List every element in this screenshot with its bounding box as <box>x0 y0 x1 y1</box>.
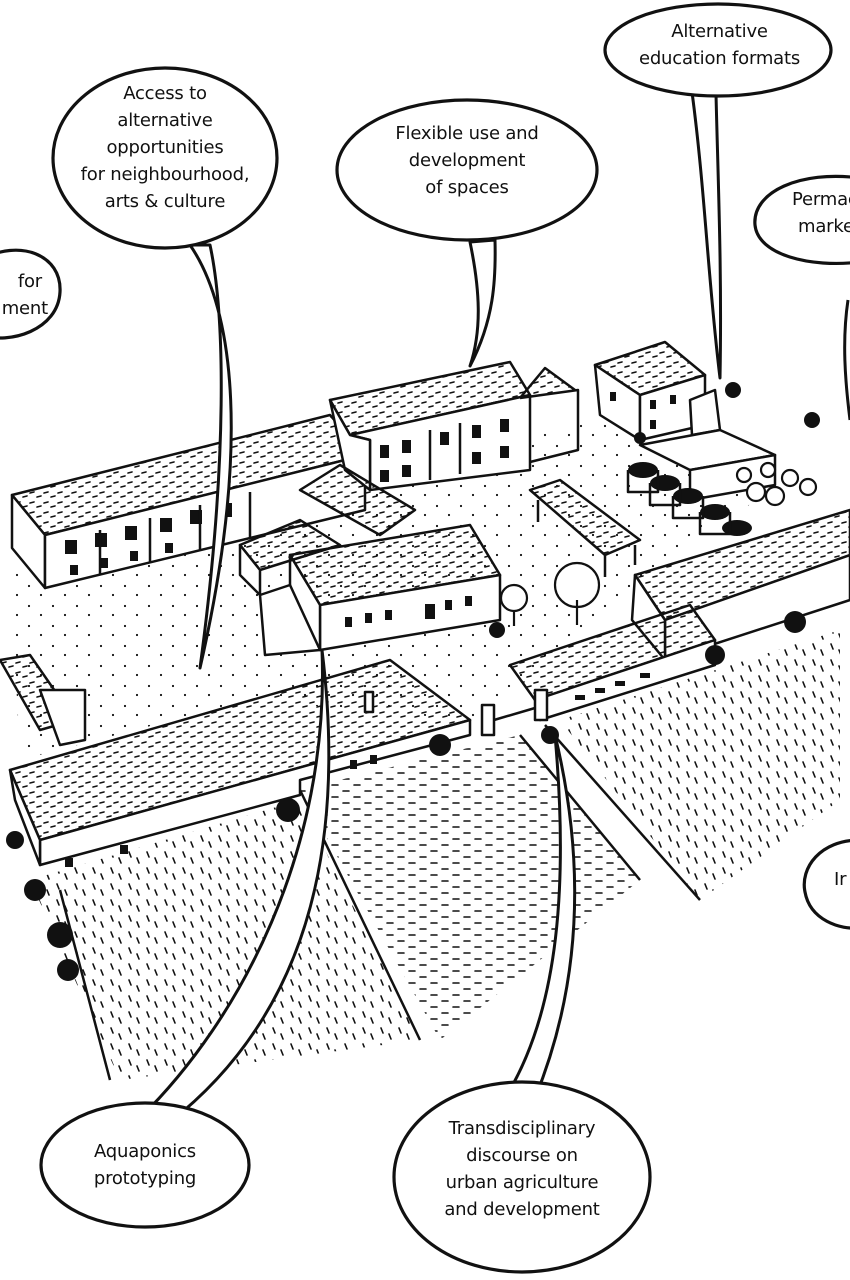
trees <box>499 461 818 626</box>
building-education-house <box>593 340 722 442</box>
bubble-line: discourse on <box>466 1145 578 1166</box>
buildings <box>0 340 850 867</box>
bubble-line: for <box>17 271 42 292</box>
bubble-discourse <box>392 1080 652 1274</box>
bubble-line: and development <box>444 1199 600 1220</box>
bubble-permaculture-text: Permac marke <box>792 186 850 240</box>
bubble-access-text: Access to alternative opportunities for … <box>70 80 260 215</box>
bubble-line: urban agriculture <box>445 1172 599 1193</box>
bubble-discourse-text: Transdisciplinary discourse on urban agr… <box>422 1115 622 1223</box>
bubble-access <box>51 66 279 250</box>
gate <box>480 688 549 737</box>
bubble-line: development <box>408 150 526 171</box>
building-long-front <box>8 658 472 867</box>
building-main-hall <box>328 360 580 492</box>
building-west-edge <box>0 653 87 747</box>
bubble-line: Alternative <box>671 21 768 42</box>
bubble-line: Permac <box>792 189 850 210</box>
bubble-line: alternative <box>117 110 213 131</box>
bubble-line: education formats <box>638 48 801 69</box>
field-left <box>30 800 420 1080</box>
bubble-line: Aquaponics <box>94 1141 196 1162</box>
bubble-permaculture-tail <box>843 299 850 421</box>
bubble-line: of spaces <box>425 177 509 198</box>
bubble-right-partial-text: Ir <box>834 866 850 893</box>
bubble-line: Ir <box>834 869 847 890</box>
bubble-left-partial <box>0 248 62 340</box>
bubble-line: arts & culture <box>104 191 226 212</box>
bubble-line: opportunities <box>106 137 224 158</box>
bubble-line: marke <box>798 216 850 237</box>
bubble-line: Access to <box>123 83 207 104</box>
tail-education <box>690 90 723 380</box>
tail-aquaponics <box>138 648 331 1124</box>
bubble-line: Flexible use and <box>395 123 539 144</box>
bubble-education <box>603 2 833 98</box>
building-long-west <box>10 413 367 590</box>
bubble-left-partial-text: for ment <box>0 268 48 322</box>
bubble-right-partial <box>802 839 850 930</box>
building-long-east <box>508 508 850 722</box>
bubble-line: for neighbourhood, <box>80 164 250 185</box>
bubble-aquaponics <box>39 1101 251 1229</box>
tail-flexible <box>468 238 497 368</box>
bubble-permaculture-partial <box>753 174 850 266</box>
tail-access <box>188 243 233 670</box>
shrubs <box>6 382 820 981</box>
bubble-education-text: Alternative education formats <box>622 18 817 72</box>
bubble-tails <box>138 90 723 1124</box>
field-right <box>560 630 840 900</box>
tail-discourse <box>503 733 577 1100</box>
field-center <box>300 735 640 1040</box>
pavilion-roof <box>528 478 642 577</box>
bubble-line: prototyping <box>93 1168 197 1189</box>
bubble-flexible <box>335 98 599 242</box>
building-middle-barn <box>238 463 502 657</box>
bubble-aquaponics-text: Aquaponics prototyping <box>65 1138 225 1192</box>
bubble-line: Transdisciplinary <box>448 1118 596 1139</box>
bubble-line: ment <box>1 298 48 319</box>
bubble-flexible-text: Flexible use and development of spaces <box>367 120 567 201</box>
